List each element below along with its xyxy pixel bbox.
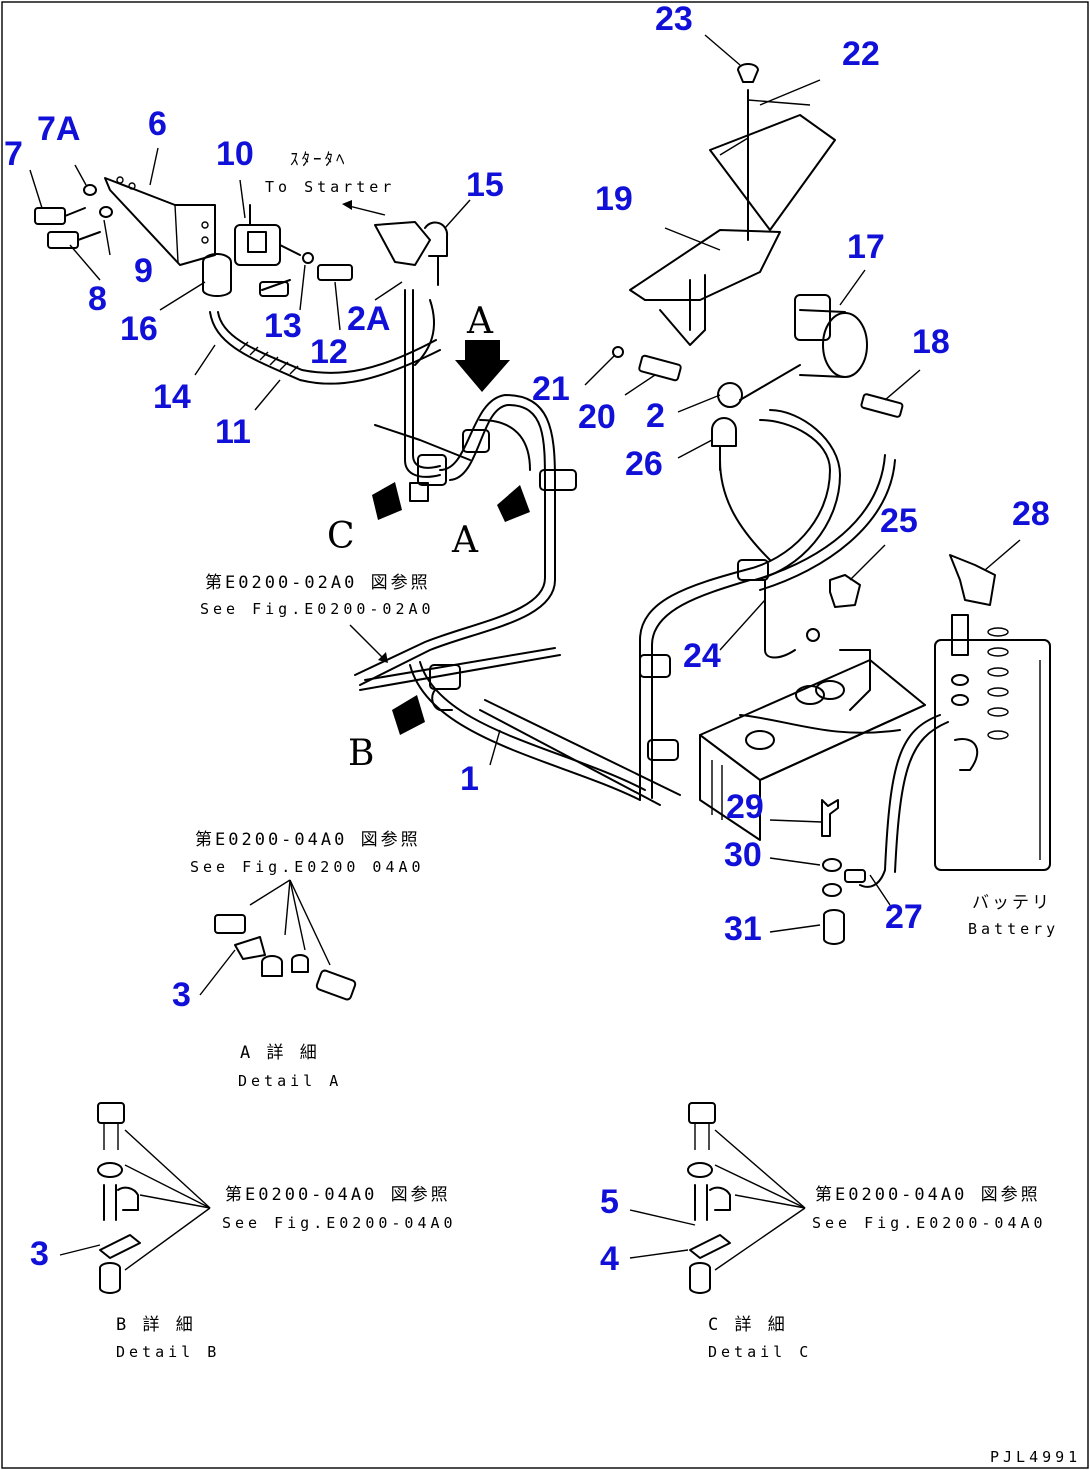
callout-6: 6 xyxy=(148,105,167,143)
view-arrows xyxy=(372,340,530,735)
callout-10: 10 xyxy=(216,135,254,173)
callout-28: 28 xyxy=(1012,495,1050,533)
callout-5: 5 xyxy=(600,1183,619,1221)
callout-20: 20 xyxy=(578,398,616,436)
callout-26: 26 xyxy=(625,445,663,483)
view-arrow-b xyxy=(392,695,425,735)
view-letters: A C A B xyxy=(327,301,494,774)
fig-ref-3-jp: 第E0200-04A0 図参照 xyxy=(225,1185,451,1205)
cable-2A xyxy=(374,221,449,478)
callout-17: 17 xyxy=(847,228,885,266)
callout-31: 31 xyxy=(724,910,762,948)
starter-label-en: To Starter xyxy=(265,178,395,196)
callout-2: 2 xyxy=(646,397,665,435)
callout-12: 12 xyxy=(310,333,348,371)
battery-left xyxy=(699,649,926,841)
detail-a-label-jp: A 詳 細 xyxy=(240,1043,320,1063)
detail-c-drawing xyxy=(687,1102,806,1294)
callout-9: 9 xyxy=(134,252,153,290)
relay-17 xyxy=(711,294,904,471)
callout-4: 4 xyxy=(600,1240,619,1278)
detail-c-label-jp: C 詳 細 xyxy=(708,1315,788,1335)
fig-ref-1-jp: 第E0200-02A0 図参照 xyxy=(205,573,431,593)
notes: ｽﾀｰﾀﾍ To Starter 第E0200-02A0 図参照 See Fig… xyxy=(116,150,1081,1466)
callout-16: 16 xyxy=(120,310,158,348)
callout-23: 23 xyxy=(655,0,693,38)
detail-a-drawing xyxy=(214,879,357,1001)
callout-7A: 7A xyxy=(37,110,80,148)
callout-30: 30 xyxy=(724,836,762,874)
callout-19: 19 xyxy=(595,180,633,218)
fig-ref-1-en: See Fig.E0200-02A0 xyxy=(200,600,435,618)
fig-ref-4-jp: 第E0200-04A0 図参照 xyxy=(815,1185,1041,1205)
battery-label-jp: バッテリ xyxy=(972,893,1052,913)
view-arrow-a xyxy=(497,485,530,522)
callout-24: 24 xyxy=(683,637,721,675)
detail-a-label-en: Detail A xyxy=(238,1072,342,1090)
starter-label-jp: ｽﾀｰﾀﾍ xyxy=(290,150,348,170)
callout-1: 1 xyxy=(460,760,479,798)
callout-18: 18 xyxy=(912,323,950,361)
view-arrow-c xyxy=(372,482,402,520)
callout-27: 27 xyxy=(885,898,923,936)
view-letter-a-top: A xyxy=(466,301,494,342)
fig-ref-2-en: See Fig.E0200 04A0 xyxy=(190,858,425,876)
callout-15: 15 xyxy=(466,166,504,204)
callout-7: 7 xyxy=(4,135,23,173)
callout-11: 11 xyxy=(215,413,251,451)
drawing-id: PJL4991 xyxy=(990,1448,1081,1466)
callout-3-detail-a: 3 xyxy=(172,976,191,1014)
detail-c-label-en: Detail C xyxy=(708,1343,812,1361)
view-letter-c: C xyxy=(327,516,355,557)
view-arrow-a-top xyxy=(455,340,510,392)
detail-b-label-en: Detail B xyxy=(116,1343,220,1361)
callout-25: 25 xyxy=(880,502,918,540)
callout-21: 21 xyxy=(532,370,570,408)
right-harness xyxy=(639,409,896,801)
bracket-assembly xyxy=(34,176,353,297)
parts-25-28 xyxy=(829,554,996,608)
detail-b-label-jp: B 詳 細 xyxy=(116,1315,196,1335)
fig-ref-3-en: See Fig.E0200-04A0 xyxy=(222,1214,457,1232)
callout-3-detail-b: 3 xyxy=(30,1235,49,1273)
callout-8: 8 xyxy=(88,280,107,318)
wire-harness-11-14 xyxy=(209,311,441,385)
fig-ref-4-en: See Fig.E0200-04A0 xyxy=(812,1214,1047,1232)
callout-22: 22 xyxy=(842,35,880,73)
bracket-19-plate-22 xyxy=(612,63,836,382)
main-harness xyxy=(354,394,577,686)
callout-29: 29 xyxy=(726,788,764,826)
callouts: 23 22 19 17 18 21 20 2 26 25 28 24 1 29 … xyxy=(4,0,1050,1278)
view-letter-a: A xyxy=(451,520,479,561)
battery-label-en: Battery xyxy=(968,920,1059,938)
callout-2A: 2A xyxy=(347,300,390,338)
harness-1 xyxy=(359,647,681,806)
fig-ref-2-jp: 第E0200-04A0 図参照 xyxy=(195,830,421,850)
battery-right xyxy=(934,614,1051,871)
reference-arrows xyxy=(342,200,388,663)
leader-lines xyxy=(29,34,1021,1259)
detail-b-drawing xyxy=(97,1102,211,1294)
view-letter-b: B xyxy=(348,733,374,774)
callout-14: 14 xyxy=(153,378,191,416)
callout-13: 13 xyxy=(264,307,302,345)
